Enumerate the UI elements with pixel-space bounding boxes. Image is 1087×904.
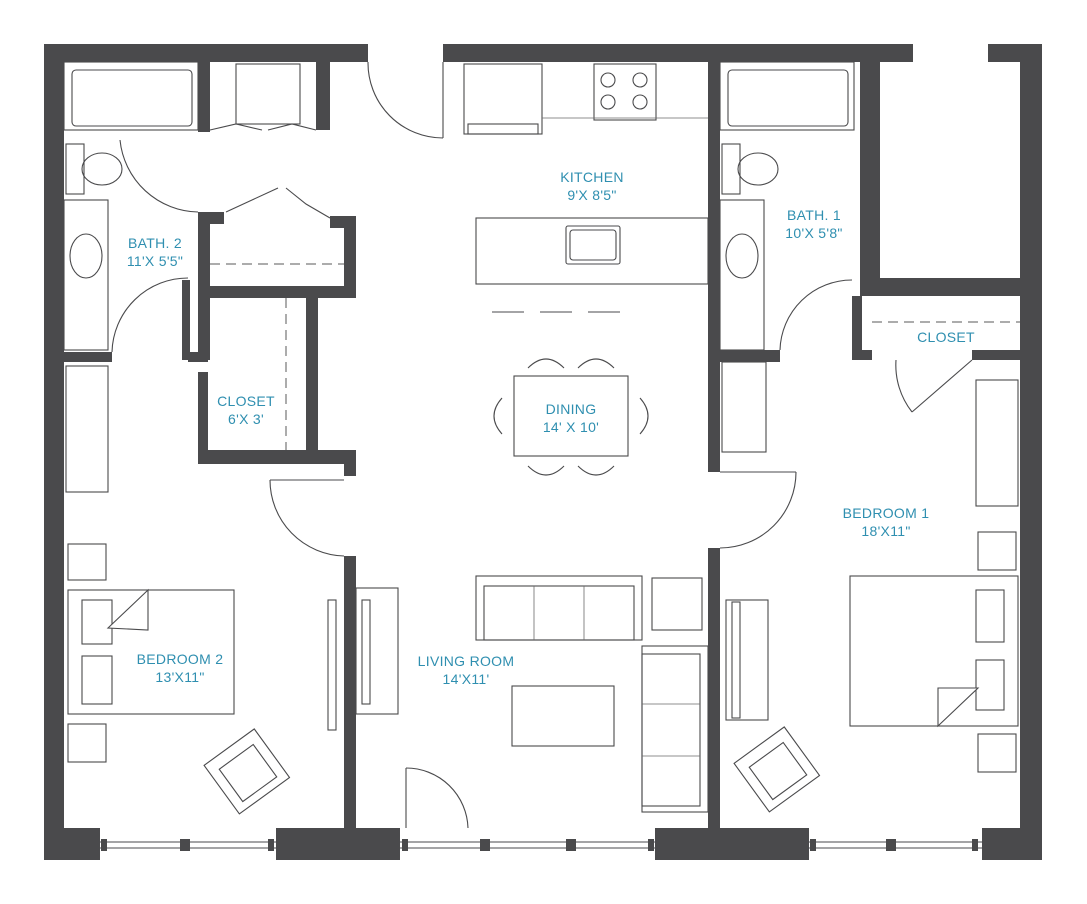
dining-label: DINING [546, 401, 597, 417]
fixtures [63, 61, 1020, 815]
bedroom1-size: 18'X11" [861, 523, 910, 539]
bath1-size: 10'X 5'8" [785, 225, 842, 241]
closet-right-label: CLOSET [917, 329, 975, 345]
room-labels: KITCHEN 9'X 8'5" BATH. 2 11'X 5'5" BATH.… [127, 169, 975, 687]
bedroom2-size: 13'X11" [155, 669, 204, 685]
kitchen-size: 9'X 8'5" [567, 187, 616, 203]
bath2-size: 11'X 5'5" [127, 253, 183, 269]
kitchen-label: KITCHEN [560, 169, 624, 185]
walls [44, 44, 1042, 860]
bedroom2-label: BEDROOM 2 [137, 651, 224, 667]
closet-left-label: CLOSET [217, 393, 275, 409]
doors [111, 61, 973, 829]
dining-size: 14' X 10' [543, 419, 599, 435]
bath2-label: BATH. 2 [128, 235, 182, 251]
windows [100, 839, 982, 851]
bedroom1-label: BEDROOM 1 [843, 505, 930, 521]
living-room-size: 14'X11' [443, 671, 490, 687]
bath1-label: BATH. 1 [787, 207, 841, 223]
closet-left-size: 6'X 3' [228, 411, 264, 427]
living-room-label: LIVING ROOM [418, 653, 515, 669]
